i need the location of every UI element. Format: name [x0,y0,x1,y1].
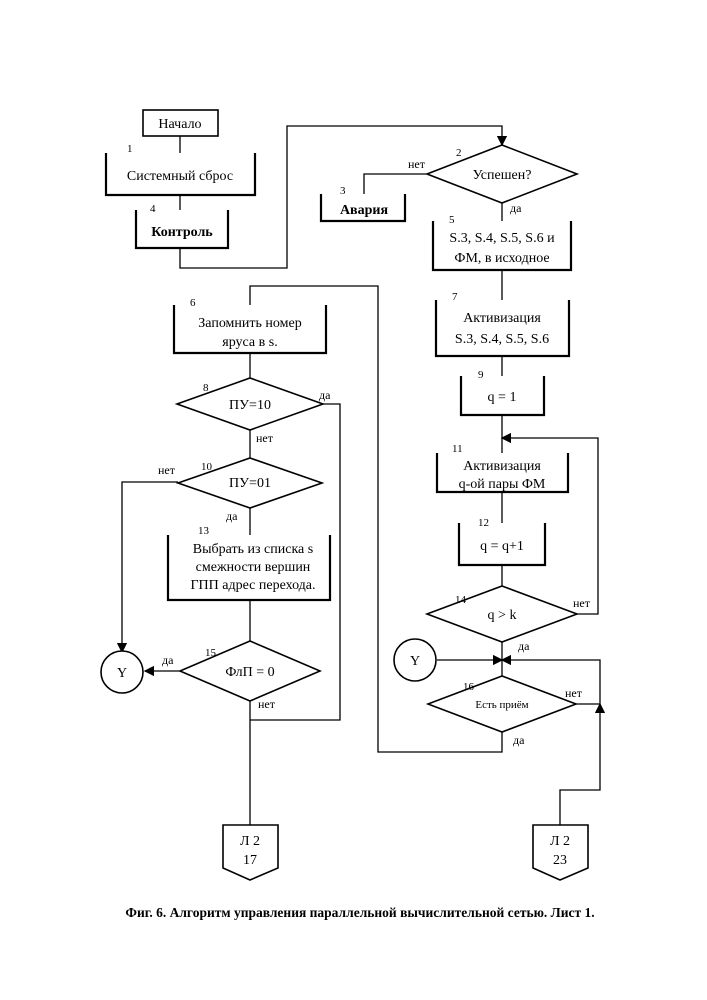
block-14-q-compare-decision: 14 q > k нет да [427,586,591,653]
block-15-label: ФлП = 0 [225,665,274,680]
block-5-reset-state: 5 S.3, S.4, S.5, S.6 и ФМ, в исходное [433,214,571,270]
block-4-control: 4 Контроль [136,203,228,248]
block-1-label: Системный сброс [127,169,233,184]
connector-y-left-label: Y [117,666,127,681]
block-8-pu10-decision: 8 ПУ=10 да нет [177,378,331,445]
block-12-number: 12 [478,517,489,529]
block-7-activation: 7 Активизация S.3, S.4, S.5, S.6 [436,291,569,356]
connector-y-left: Y [101,651,143,693]
block-11-line1: Активизация [463,459,541,474]
block-6-line2: яруса в s. [222,335,277,350]
block-3-failure: 3 Авария [321,185,405,221]
block-4-label: Контроль [151,225,213,240]
block-13-line1: Выбрать из списка s [193,542,313,557]
block-7-number: 7 [452,291,458,303]
block-5-line1: S.3, S.4, S.5, S.6 и [449,231,555,246]
block-14-number: 14 [455,594,467,606]
block-7-line2: S.3, S.4, S.5, S.6 [455,332,549,347]
block-12-label: q = q+1 [480,539,524,554]
offpage-17-line1: Л 2 [240,834,260,849]
connector-y-right: Y [394,639,436,681]
block-9-number: 9 [478,369,484,381]
block-13-number: 13 [198,525,210,537]
block-10-number: 10 [201,461,213,473]
block-10-pu01-decision: 10 ПУ=01 нет да [158,458,322,523]
block-3-label: Авария [340,203,389,218]
block-2-success-decision: 2 Успешен? нет да [408,145,577,215]
block-2-label: Успешен? [473,168,532,183]
block-10-yes-label: да [226,509,238,523]
block-16-receive-decision: 16 Есть приём нет да [428,676,583,747]
block-8-label: ПУ=10 [229,398,271,413]
block-8-yes-label: да [319,388,331,402]
block-6-store-tier: 6 Запомнить номер яруса в s. [174,297,326,353]
block-15-flp-decision: 15 ФлП = 0 да нет [162,641,320,711]
block-4-number: 4 [150,203,156,215]
block-12-q-increment: 12 q = q+1 [459,517,545,565]
block-13-line2: смежности вершин [196,560,311,575]
offpage-23-line1: Л 2 [550,834,570,849]
start-terminal: Начало [143,110,218,136]
block-15-yes-label: да [162,653,174,667]
block-13-select-address: 13 Выбрать из списка s смежности вершин … [168,525,330,600]
block-14-no-label: нет [573,596,591,610]
block-10-label: ПУ=01 [229,476,271,491]
block-2-yes-label: да [510,201,522,215]
block-9-label: q = 1 [488,390,517,405]
connector-y-right-label: Y [410,654,420,669]
block-11-line2: q-ой пары ФМ [459,477,546,492]
block-14-label: q > k [488,608,517,623]
block-11-number: 11 [452,443,463,455]
block-16-yes-label: да [513,733,525,747]
offpage-connector-17: Л 2 17 [223,825,278,880]
block-13-line3: ГПП адрес перехода. [190,578,315,593]
block-8-number: 8 [203,382,209,394]
offpage-connector-23: Л 2 23 [533,825,588,880]
block-15-number: 15 [205,647,217,659]
offpage-17-line2: 17 [243,853,257,868]
block-2-number: 2 [456,147,462,159]
offpage-23-line2: 23 [553,853,567,868]
block-5-line2: ФМ, в исходное [454,251,549,266]
block-7-line1: Активизация [463,311,541,326]
block-8-no-label: нет [256,431,274,445]
block-3-number: 3 [340,185,346,197]
block-16-no-label: нет [565,686,583,700]
block-6-number: 6 [190,297,196,309]
block-14-yes-label: да [518,639,530,653]
start-label: Начало [158,117,201,132]
block-5-number: 5 [449,214,455,226]
block-10-no-label: нет [158,463,176,477]
block-6-line1: Запомнить номер [198,316,301,331]
block-15-no-label: нет [258,697,276,711]
block-16-label: Есть приём [475,699,528,711]
block-2-no-label: нет [408,157,426,171]
figure-caption: Фиг. 6. Алгоритм управления параллельной… [125,905,594,920]
block-16-number: 16 [463,681,475,693]
block-1-number: 1 [127,143,133,155]
